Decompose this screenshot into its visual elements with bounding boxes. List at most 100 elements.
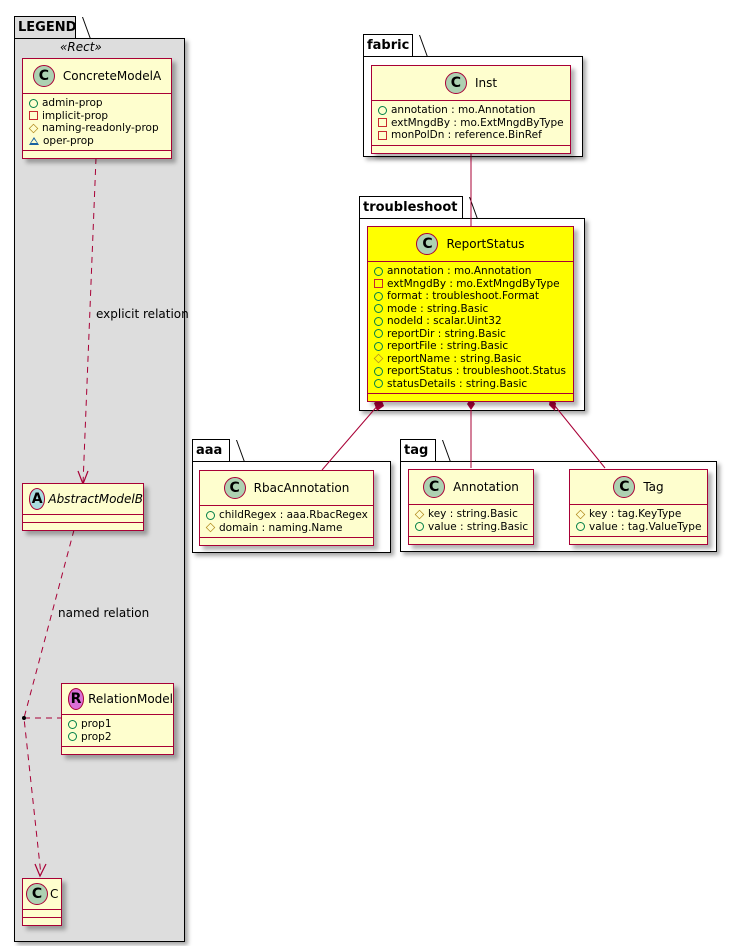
class-abstractmodelb[interactable]: A AbstractModelB bbox=[22, 483, 144, 531]
attribute-text: annotation : mo.Annotation bbox=[387, 265, 532, 277]
attribute-text: prop2 bbox=[81, 730, 112, 743]
class-methods bbox=[372, 146, 570, 153]
class-methods bbox=[570, 537, 707, 544]
attribute: key : tag.KeyType bbox=[575, 508, 701, 521]
attribute-text: naming-readonly-prop bbox=[42, 122, 159, 134]
private-visibility-icon bbox=[378, 118, 387, 128]
private-visibility-icon bbox=[374, 279, 383, 289]
explicit-relation-line bbox=[82, 157, 97, 485]
attribute: value : string.Basic bbox=[415, 520, 529, 534]
attribute: monPolDn : reference.BinRef bbox=[378, 129, 564, 142]
class-name: RbacAnnotation bbox=[253, 481, 350, 495]
attribute-text: oper-prop bbox=[43, 134, 94, 147]
class-header: C C bbox=[23, 879, 61, 910]
public-visibility-icon bbox=[206, 510, 215, 520]
class-annotation[interactable]: C Annotation key : string.Basic value : … bbox=[408, 469, 534, 545]
class-tag[interactable]: C Tag key : tag.KeyType value : tag.Valu… bbox=[569, 469, 708, 545]
class-attributes: prop1 prop2 bbox=[62, 715, 173, 747]
class-spot-icon: C bbox=[32, 65, 55, 87]
attribute-text: key : tag.KeyType bbox=[589, 508, 682, 520]
attribute: mode : string.Basic bbox=[374, 303, 567, 316]
attribute-text: extMngdBy : mo.ExtMngdByType bbox=[391, 116, 564, 129]
attribute: reportDir : string.Basic bbox=[374, 328, 567, 341]
attribute: annotation : mo.Annotation bbox=[378, 104, 564, 117]
attribute: value : tag.ValueType bbox=[576, 521, 701, 534]
class-name: RelationModel bbox=[88, 692, 173, 706]
attribute-text: admin-prop bbox=[42, 97, 103, 109]
class-c[interactable]: C C bbox=[22, 878, 62, 926]
attribute-text: statusDetails : string.Basic bbox=[387, 377, 528, 390]
public-visibility-icon bbox=[29, 98, 38, 108]
attribute: prop1 bbox=[68, 718, 167, 731]
class-concretemodela[interactable]: C ConcreteModelA admin-prop implicit-pro… bbox=[22, 58, 172, 159]
named-relation-line bbox=[23, 529, 75, 876]
named-relation-arrowhead bbox=[34, 863, 47, 878]
attribute: naming-readonly-prop bbox=[28, 122, 165, 135]
attribute: nodeId : scalar.Uint32 bbox=[374, 315, 567, 328]
class-name: Inst bbox=[474, 76, 498, 90]
attribute: key : string.Basic bbox=[414, 508, 527, 521]
package-fabric-tab: fabric bbox=[363, 34, 413, 56]
class-attributes bbox=[23, 910, 61, 918]
class-spot-icon: C bbox=[613, 476, 636, 498]
class-header: C Tag bbox=[570, 470, 707, 505]
public-visibility-icon bbox=[415, 522, 424, 532]
public-visibility-icon bbox=[374, 366, 383, 376]
public-visibility-icon bbox=[374, 329, 383, 339]
class-reportstatus[interactable]: C ReportStatus annotation : mo.Annotatio… bbox=[367, 226, 574, 402]
attribute: reportFile : string.Basic bbox=[374, 340, 567, 353]
attribute: implicit-prop bbox=[29, 110, 165, 123]
attribute: extMngdBy : mo.ExtMngdByType bbox=[374, 278, 567, 291]
public-visibility-icon bbox=[374, 379, 383, 389]
attribute-text: value : tag.ValueType bbox=[589, 520, 702, 533]
attribute-text: implicit-prop bbox=[42, 109, 109, 122]
class-attributes: key : string.Basic value : string.Basic bbox=[409, 505, 533, 537]
package-tag-tab: tag bbox=[400, 439, 436, 461]
attribute-text: mode : string.Basic bbox=[387, 302, 489, 315]
public-visibility-icon bbox=[576, 522, 585, 532]
class-relationmodel[interactable]: R RelationModel prop1 prop2 bbox=[61, 683, 174, 755]
attribute-text: reportDir : string.Basic bbox=[387, 327, 506, 340]
class-spot-icon: C bbox=[416, 233, 439, 255]
public-visibility-icon bbox=[68, 719, 77, 729]
class-methods bbox=[23, 523, 143, 530]
class-header: C Inst bbox=[372, 66, 570, 101]
public-visibility-icon bbox=[374, 291, 383, 301]
explicit-relation-label: explicit relation bbox=[96, 307, 189, 321]
class-name: Tag bbox=[643, 480, 664, 494]
class-name: Annotation bbox=[453, 480, 519, 494]
class-methods bbox=[62, 747, 173, 754]
attribute: domain : naming.Name bbox=[205, 522, 367, 535]
protected-visibility-icon bbox=[28, 123, 39, 134]
class-attributes: annotation : mo.Annotation extMngdBy : m… bbox=[368, 262, 573, 394]
public-visibility-icon bbox=[374, 316, 383, 326]
attribute: annotation : mo.Annotation bbox=[374, 265, 567, 278]
attribute: prop2 bbox=[68, 731, 167, 744]
package-legend-tab: LEGEND bbox=[14, 16, 76, 38]
class-spot-icon: C bbox=[223, 477, 246, 499]
protected-visibility-icon bbox=[575, 509, 586, 520]
legend-stereotype: «Rect» bbox=[60, 40, 102, 54]
class-attributes bbox=[23, 515, 143, 523]
attribute: format : troubleshoot.Format bbox=[374, 290, 567, 303]
reportstatus-rbac-link bbox=[321, 403, 380, 471]
attribute-text: reportFile : string.Basic bbox=[387, 340, 509, 352]
private-visibility-icon bbox=[29, 111, 38, 121]
attribute-text: reportName : string.Basic bbox=[387, 352, 522, 365]
class-name: ReportStatus bbox=[446, 237, 525, 251]
class-name: C bbox=[50, 887, 59, 901]
class-spot-icon: C bbox=[26, 883, 48, 905]
class-header: A AbstractModelB bbox=[23, 484, 143, 515]
package-visibility-icon bbox=[29, 136, 39, 145]
class-rbacannotation[interactable]: C RbacAnnotation childRegex : aaa.RbacRe… bbox=[199, 470, 374, 546]
private-visibility-icon bbox=[378, 130, 387, 140]
attribute-text: monPolDn : reference.BinRef bbox=[391, 129, 542, 141]
attribute-text: childRegex : aaa.RbacRegex bbox=[219, 509, 368, 521]
abstract-spot-icon: A bbox=[29, 488, 46, 510]
attribute: extMngdBy : mo.ExtMngdByType bbox=[378, 117, 564, 130]
class-header: R RelationModel bbox=[62, 684, 173, 715]
class-methods bbox=[23, 918, 61, 925]
attribute-text: value : string.Basic bbox=[428, 520, 529, 533]
class-methods bbox=[409, 537, 533, 544]
class-inst[interactable]: C Inst annotation : mo.Annotation extMng… bbox=[371, 65, 571, 154]
